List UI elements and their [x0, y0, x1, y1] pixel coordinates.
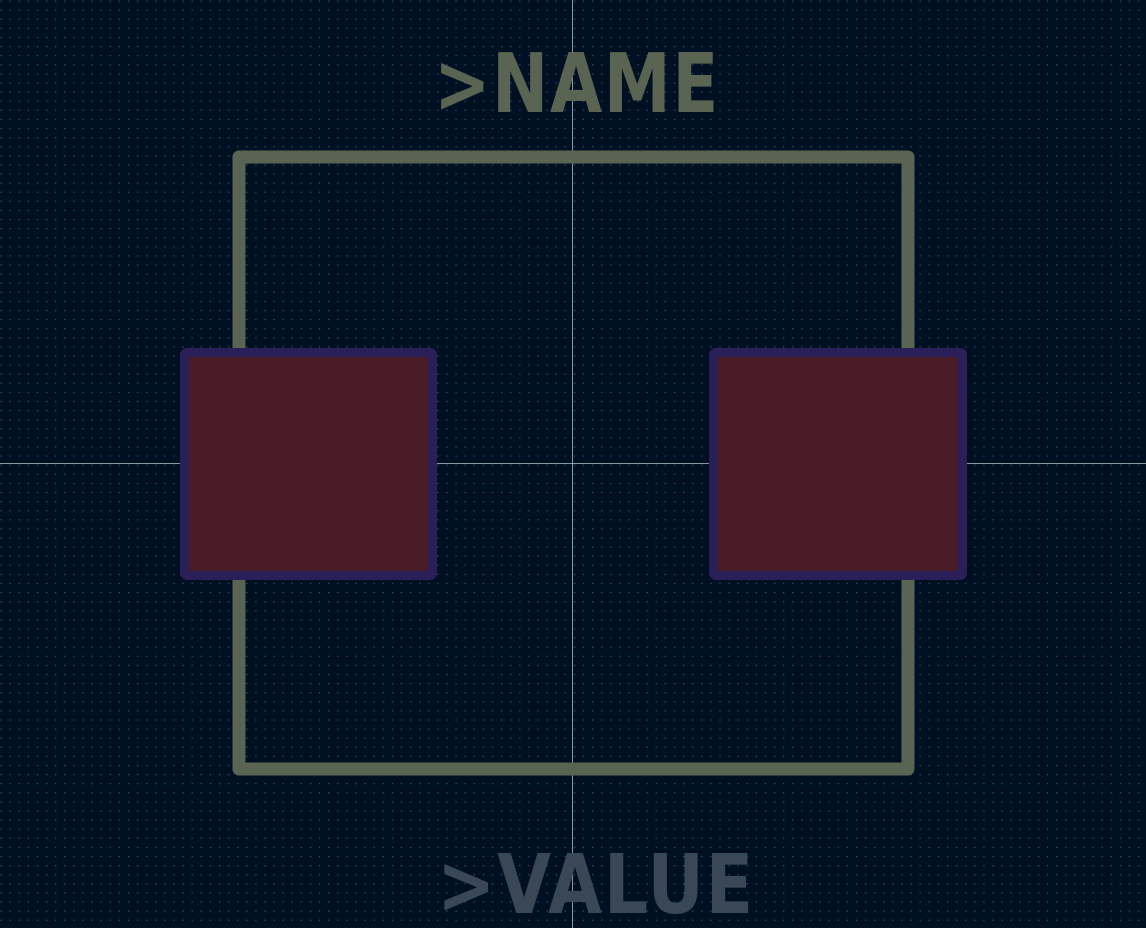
pad-2[interactable] [709, 348, 967, 580]
silkscreen-outline-top[interactable] [232, 150, 915, 354]
name-label[interactable]: >NAME [434, 37, 720, 132]
silkscreen-outline-bottom[interactable] [232, 574, 915, 776]
pad-1[interactable] [180, 348, 437, 580]
value-label[interactable]: >VALUE [437, 838, 755, 928]
